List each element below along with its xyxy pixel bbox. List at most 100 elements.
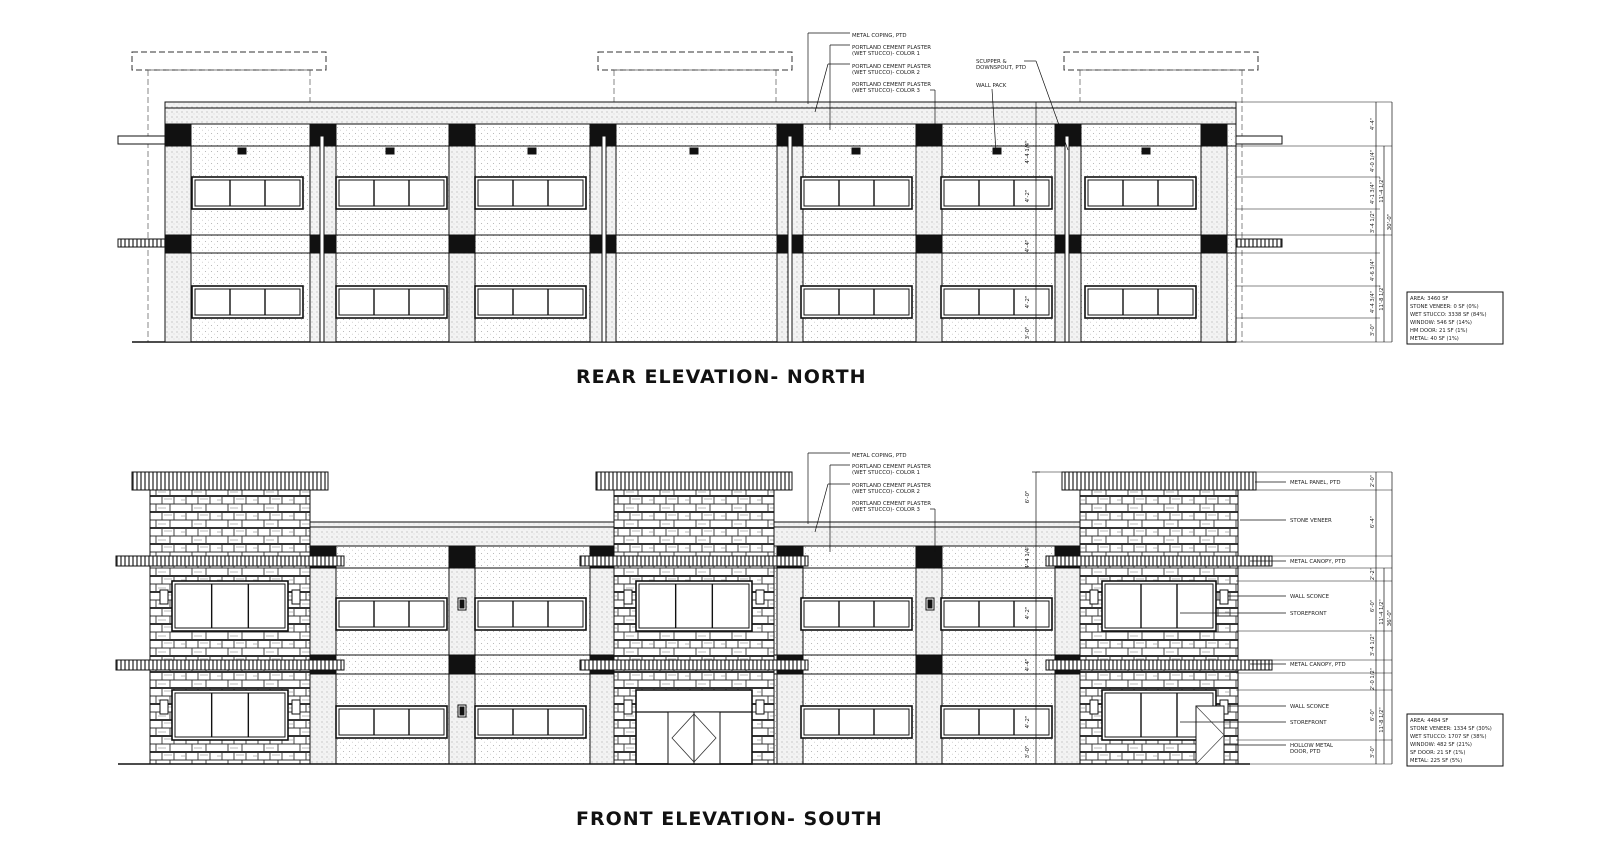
window-glass bbox=[174, 692, 286, 738]
callout-text: SCUPPER & bbox=[976, 59, 1007, 65]
pilaster-cap-block bbox=[164, 123, 192, 147]
wall-sconce-fixture bbox=[1219, 589, 1229, 605]
scupper bbox=[237, 147, 247, 155]
dim-text: 4'-4" bbox=[1025, 659, 1031, 672]
front-window-upper bbox=[940, 597, 1053, 631]
dim-text: 36'-0" bbox=[1387, 609, 1393, 626]
callout-text: DOWNSPOUT, PTD bbox=[976, 65, 1026, 71]
dim-text: 4'-1 3/4" bbox=[1370, 182, 1376, 204]
scupper bbox=[992, 147, 1002, 155]
callout-text: PORTLAND CEMENT PLASTER bbox=[852, 464, 931, 470]
dim-text: 4'-4 3/4" bbox=[1370, 291, 1376, 313]
wall-sconce-fixture bbox=[159, 699, 169, 715]
rear-window-upper bbox=[940, 176, 1053, 210]
callout-text: METAL COPING, PTD bbox=[852, 453, 907, 459]
dim-text: 2'-0" bbox=[1370, 475, 1376, 487]
dim-text: 11'-8 1/2" bbox=[1379, 285, 1385, 311]
callout-text: (WET STUCCO)- COLOR 1 bbox=[852, 470, 920, 476]
callout-text: STONE VENEER bbox=[1290, 518, 1332, 524]
window-glass bbox=[338, 179, 445, 207]
callout-text: PORTLAND CEMENT PLASTER bbox=[852, 45, 931, 51]
window-glass bbox=[1104, 583, 1214, 629]
dim-text: 4'-2" bbox=[1025, 190, 1031, 203]
callout-text: WALL SCONCE bbox=[1290, 594, 1330, 600]
stats-text: WET STUCCO: 1707 SF (38%) bbox=[1410, 734, 1486, 740]
parapet-cap bbox=[131, 51, 327, 71]
wall-sconce-fixture bbox=[623, 699, 633, 715]
dim-text: 4'-6 3/4" bbox=[1370, 259, 1376, 281]
window-glass bbox=[477, 600, 584, 628]
pilaster-cap-block bbox=[448, 123, 476, 147]
stats-box bbox=[1406, 713, 1504, 767]
wall-sconce-fixture bbox=[1089, 699, 1099, 715]
dim-text: 4'-2" bbox=[1025, 716, 1031, 729]
front-window-upper bbox=[800, 597, 913, 631]
scupper bbox=[527, 147, 537, 155]
dim-text: 6'-0" bbox=[1370, 600, 1376, 612]
dim-text: 3'-4 1/2" bbox=[1370, 634, 1376, 656]
downspout bbox=[601, 135, 607, 343]
stats-text: STONE VENEER: 0 SF (0%) bbox=[1410, 304, 1479, 310]
metal-canopy bbox=[115, 659, 345, 671]
leader bbox=[1035, 60, 1069, 151]
dim-text: 11'-8 1/2" bbox=[1379, 707, 1385, 733]
dim-text: 4'-4 1/4" bbox=[1025, 140, 1031, 163]
front-window-upper bbox=[474, 597, 587, 631]
parapet-cap bbox=[1063, 51, 1259, 71]
wall-sconce-fixture bbox=[623, 589, 633, 605]
dim-text: 6'-0" bbox=[1370, 709, 1376, 721]
stone-tower-east bbox=[1045, 471, 1273, 765]
stats-text: SF DOOR: 21 SF (1%) bbox=[1410, 750, 1465, 756]
dim-text: 4'-4" bbox=[1370, 118, 1376, 130]
callout-text: STOREFRONT bbox=[1290, 611, 1327, 617]
pilaster-band-block bbox=[915, 234, 943, 254]
wall-sconce-fixture bbox=[159, 589, 169, 605]
window-glass bbox=[338, 600, 445, 628]
pilaster-cap-block bbox=[915, 545, 943, 569]
callout-text: (WET STUCCO)- COLOR 2 bbox=[852, 70, 920, 76]
roof-stub bbox=[117, 135, 166, 145]
stone-tower-entry bbox=[579, 471, 809, 765]
stats-box bbox=[1406, 291, 1504, 345]
metal-panel-cap bbox=[595, 471, 793, 491]
dim-text: 4'-4" bbox=[1025, 240, 1031, 253]
scupper bbox=[689, 147, 699, 155]
wall-sconce-lamp bbox=[927, 599, 933, 609]
callout-text: DOOR, PTD bbox=[1290, 749, 1321, 755]
dim-text: 11'-4 1/2" bbox=[1379, 599, 1385, 625]
callout-text: HOLLOW METAL bbox=[1290, 743, 1333, 749]
wall-sconce-lamp bbox=[459, 599, 465, 609]
callout-text: PORTLAND CEMENT PLASTER bbox=[852, 483, 931, 489]
front-right-dims: 2'-0"6'-4"2'-2"6'-0"3'-4 1/2"2'-0 1/2"6'… bbox=[1236, 472, 1393, 765]
front-window-lower bbox=[335, 705, 448, 739]
pilaster-band-block bbox=[915, 654, 943, 675]
leader bbox=[814, 63, 829, 113]
stone-tower-west bbox=[115, 471, 345, 765]
callout-text: METAL CANOPY, PTD bbox=[1290, 559, 1346, 565]
callout-text: WALL PACK bbox=[976, 83, 1007, 89]
dim-text: 4'-2" bbox=[1025, 296, 1031, 309]
callout-text: WALL SCONCE bbox=[1290, 704, 1330, 710]
metal-canopy bbox=[1045, 659, 1273, 671]
metal-canopy bbox=[579, 659, 809, 671]
window-glass bbox=[803, 708, 910, 736]
dim-text: 6'-0" bbox=[1025, 491, 1031, 504]
stats-text: WET STUCCO: 3338 SF (84%) bbox=[1410, 312, 1486, 318]
storefront-upper bbox=[171, 580, 289, 632]
metal-canopy bbox=[1045, 555, 1273, 567]
window-glass bbox=[943, 708, 1050, 736]
callout-text: (WET STUCCO)- COLOR 3 bbox=[852, 88, 920, 94]
rear-window-upper bbox=[1084, 176, 1197, 210]
rear-window-lower bbox=[335, 285, 448, 319]
front-right-callouts: METAL PANEL, PTD STONE VENEER METAL CANOPY… bbox=[1180, 480, 1346, 755]
callout-text: (WET STUCCO)- COLOR 1 bbox=[852, 51, 920, 57]
window-glass bbox=[1104, 692, 1214, 738]
callout-text: METAL PANEL, PTD bbox=[1290, 480, 1341, 486]
parapet-cap bbox=[597, 51, 793, 71]
front-window-upper bbox=[335, 597, 448, 631]
wall-sconce-fixture bbox=[755, 699, 765, 715]
front-window-lower bbox=[940, 705, 1053, 739]
rear-coping-band bbox=[164, 101, 1237, 125]
